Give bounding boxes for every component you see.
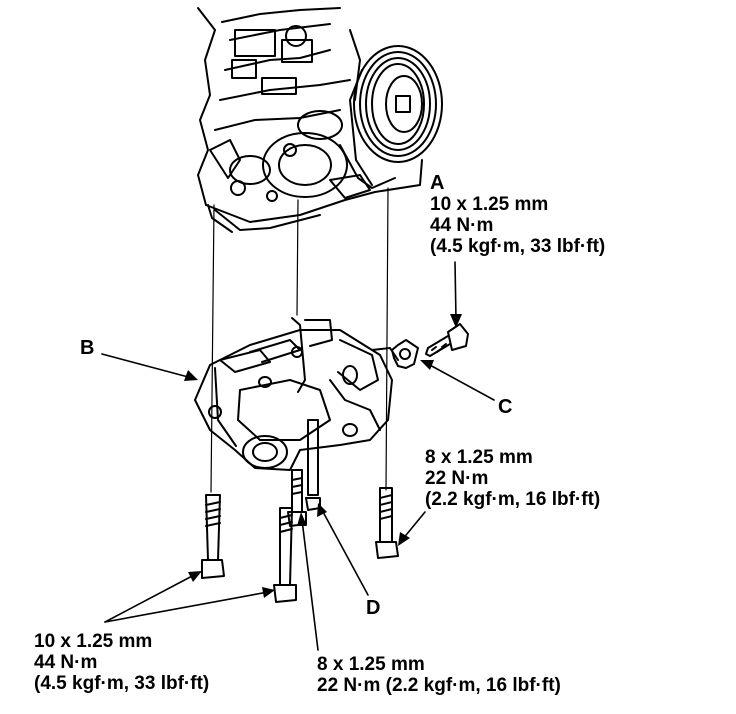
callout-a-torque: 44 N·m	[430, 215, 494, 236]
callout-a: A 10 x 1.25 mm 44 N·m (4.5 kgf·m, 33 lbf…	[430, 172, 606, 258]
oil-pump-housing	[194, 317, 399, 471]
callout-a-letter: A	[430, 172, 445, 194]
bolt-lower-center-left	[273, 507, 297, 603]
callout-a-size: 10 x 1.25 mm	[430, 194, 549, 215]
oil-pump-rotor	[391, 339, 419, 369]
callout-right-bolt: 8 x 1.25 mm 22 N·m (2.2 kgf·m, 16 lbf·ft…	[425, 447, 600, 510]
callout-b-letter: B	[80, 337, 95, 359]
alignment-lines	[210, 187, 389, 493]
callout-lower-left-bolts: 10 x 1.25 mm 44 N·m (4.5 kgf·m, 33 lbf·f…	[34, 631, 209, 694]
arrow-heads	[184, 314, 462, 598]
callout-lower-center-bolt: 8 x 1.25 mm 22 N·m (2.2 kgf·m, 16 lbf·ft…	[317, 654, 561, 696]
right-bolt-torque: 22 N·m	[425, 468, 489, 489]
bolt-a	[425, 323, 469, 357]
lower-center-bolt-torque: 22 N·m (2.2 kgf·m, 16 lbf·ft)	[317, 675, 561, 696]
dowel-pin	[305, 419, 321, 511]
bolt-lower-left	[201, 494, 225, 579]
callout-c-letter: C	[498, 396, 513, 418]
lower-left-bolts-torque: 44 N·m	[34, 652, 98, 673]
crankshaft-pulley	[339, 45, 443, 189]
lower-left-bolts-size: 10 x 1.25 mm	[34, 631, 153, 652]
callout-a-torque-alt: (4.5 kgf·m, 33 lbf·ft)	[430, 236, 606, 257]
lower-left-bolts-torque-alt: (4.5 kgf·m, 33 lbf·ft)	[34, 673, 210, 694]
right-bolt-size: 8 x 1.25 mm	[425, 447, 533, 468]
lower-center-bolt-size: 8 x 1.25 mm	[317, 654, 425, 675]
leader-lines	[101, 261, 495, 651]
callout-d-letter: D	[366, 597, 381, 619]
engine-block	[197, 7, 423, 233]
right-bolt-torque-alt: (2.2 kgf·m, 16 lbf·ft)	[425, 489, 601, 510]
bolt-lower-right	[375, 487, 399, 559]
